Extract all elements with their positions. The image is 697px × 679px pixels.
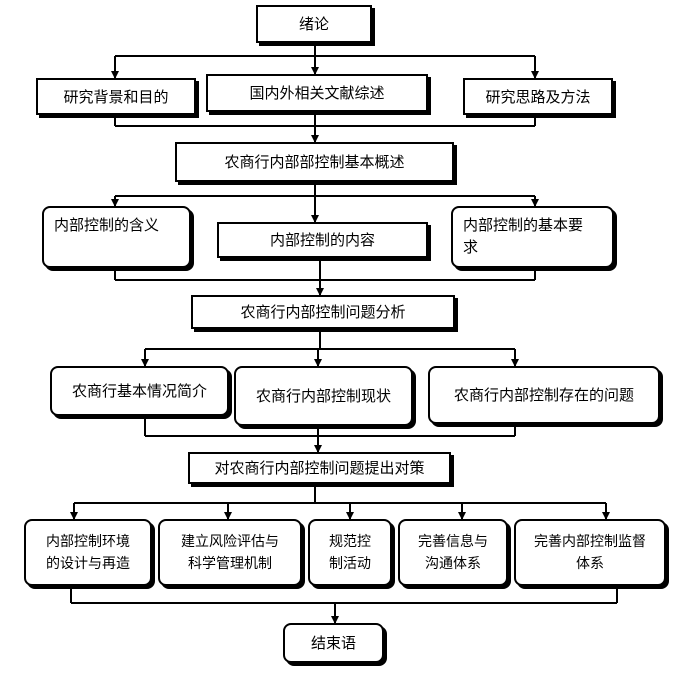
node-label: 对农商行内部控制问题提出对策 bbox=[214, 459, 425, 477]
node-label-line-2: 体系 bbox=[576, 555, 604, 572]
node-label-line-1: 规范控 bbox=[329, 533, 371, 550]
node-label: 农商行基本情况简介 bbox=[71, 382, 207, 400]
node-label-line-1: 内部控制的基本要 bbox=[463, 216, 584, 234]
node-control-activities: 规范控 制活动 bbox=[308, 519, 392, 586]
node-label: 农商行内部控制存在的问题 bbox=[453, 386, 634, 404]
node-control-environment: 内部控制环境 的设计与再造 bbox=[24, 519, 152, 586]
node-information-communication: 完善信息与 沟通体系 bbox=[398, 519, 508, 586]
node-label: 农商行内部控制问题分析 bbox=[240, 303, 406, 321]
node-label: 国内外相关文献综述 bbox=[249, 84, 385, 102]
node-label: 农商行内部控制现状 bbox=[255, 387, 391, 405]
node-label-line-2: 的设计与再造 bbox=[46, 555, 130, 572]
node-label-line-2: 沟通体系 bbox=[425, 555, 481, 572]
node-analysis: 农商行内部控制问题分析 bbox=[191, 295, 455, 329]
node-basic-info: 农商行基本情况简介 bbox=[50, 366, 229, 416]
node-label: 绪论 bbox=[298, 15, 329, 33]
node-risk-assessment: 建立风险评估与 科学管理机制 bbox=[158, 519, 302, 586]
node-label-line-1: 完善信息与 bbox=[418, 533, 488, 550]
node-label-line-2: 制活动 bbox=[329, 555, 371, 572]
node-meaning: 内部控制的含义 bbox=[42, 206, 191, 268]
node-method: 研究思路及方法 bbox=[463, 78, 613, 115]
node-countermeasure: 对农商行内部控制问题提出对策 bbox=[188, 452, 451, 484]
node-label-line-1: 建立风险评估与 bbox=[181, 533, 279, 550]
node-requirement: 内部控制的基本要 求 bbox=[451, 206, 614, 268]
node-supervision: 完善内部控制监督 体系 bbox=[514, 519, 666, 586]
node-label: 农商行内部部控制基本概述 bbox=[224, 153, 405, 171]
node-label-line-1: 完善内部控制监督 bbox=[534, 533, 646, 550]
node-background: 研究背景和目的 bbox=[36, 78, 196, 115]
node-content: 内部控制的内容 bbox=[217, 222, 428, 258]
node-status: 农商行内部控制现状 bbox=[234, 366, 413, 426]
node-label: 研究背景和目的 bbox=[63, 87, 169, 106]
node-label-line-1: 内部控制环境 bbox=[46, 533, 130, 550]
node-label-line-2: 求 bbox=[463, 238, 479, 256]
node-label: 内部控制的内容 bbox=[269, 231, 375, 249]
node-conclusion: 结束语 bbox=[283, 623, 384, 663]
node-label: 内部控制的含义 bbox=[54, 216, 160, 234]
node-overview: 农商行内部部控制基本概述 bbox=[175, 142, 454, 182]
node-label: 研究思路及方法 bbox=[485, 87, 591, 106]
node-label-line-2: 科学管理机制 bbox=[188, 555, 272, 572]
node-intro: 绪论 bbox=[256, 5, 372, 43]
node-problems: 农商行内部控制存在的问题 bbox=[428, 366, 660, 424]
node-literature-review: 国内外相关文献综述 bbox=[206, 74, 428, 112]
node-label: 结束语 bbox=[310, 634, 356, 652]
